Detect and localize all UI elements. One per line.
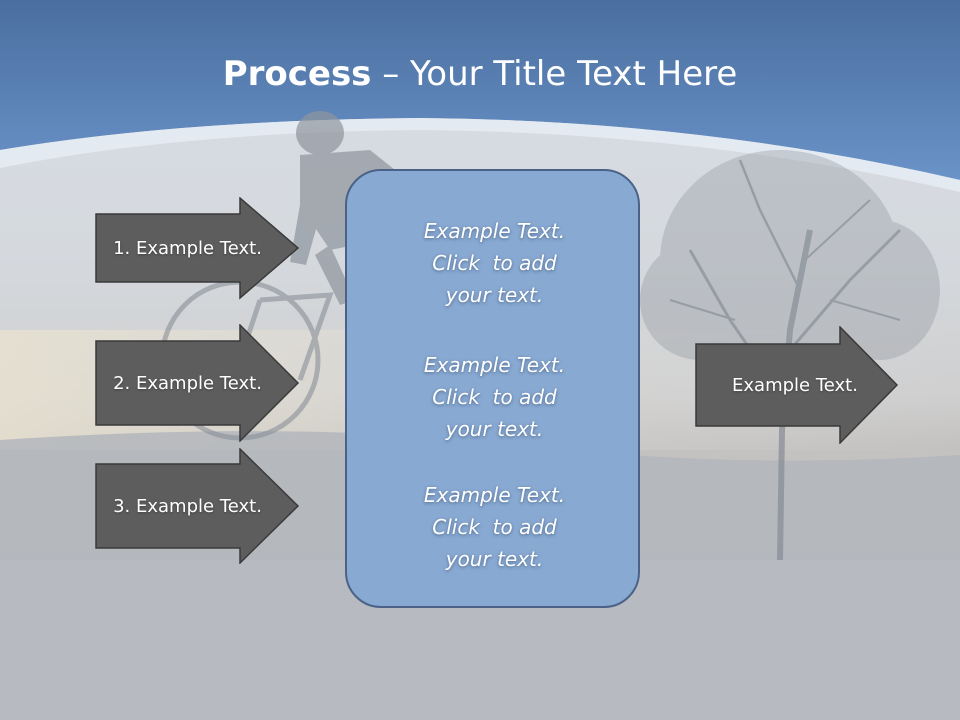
paragraph-line: Click to add [432,515,557,539]
right-arrow[interactable]: Example Text. [695,326,900,444]
paragraph-line: your text. [445,283,544,307]
arrow-shape [95,197,300,300]
arrow-shape [95,448,300,564]
center-paragraph-1[interactable]: Example Text. Click to add your text. [347,215,642,311]
paragraph-line: Example Text. [423,353,566,377]
left-arrow-label-2: 2. Example Text. [113,372,262,394]
center-paragraph-2[interactable]: Example Text. Click to add your text. [347,349,642,445]
center-text-box[interactable]: Example Text. Click to add your text. Ex… [345,169,640,608]
right-arrow-label: Example Text. [732,374,858,396]
left-arrow-1[interactable]: 1. Example Text. [95,197,300,300]
paragraph-line: Click to add [432,251,557,275]
paragraph-line: Example Text. [423,483,566,507]
title-bold: Process [222,54,372,94]
paragraph-line: Example Text. [423,219,566,243]
left-arrow-3[interactable]: 3. Example Text. [95,448,300,564]
left-arrow-label-1: 1. Example Text. [113,238,262,259]
paragraph-line: Click to add [432,385,557,409]
arrow-shape [95,324,300,442]
arrow-shape [695,326,899,444]
slide-title[interactable]: Process – Your Title Text Here [0,52,960,96]
paragraph-line: your text. [445,547,544,571]
left-arrow-label-3: 3. Example Text. [113,495,262,517]
title-rest: – Your Title Text Here [371,54,738,94]
left-arrow-2[interactable]: 2. Example Text. [95,324,300,442]
center-paragraph-3[interactable]: Example Text. Click to add your text. [347,479,642,575]
paragraph-line: your text. [445,417,544,441]
